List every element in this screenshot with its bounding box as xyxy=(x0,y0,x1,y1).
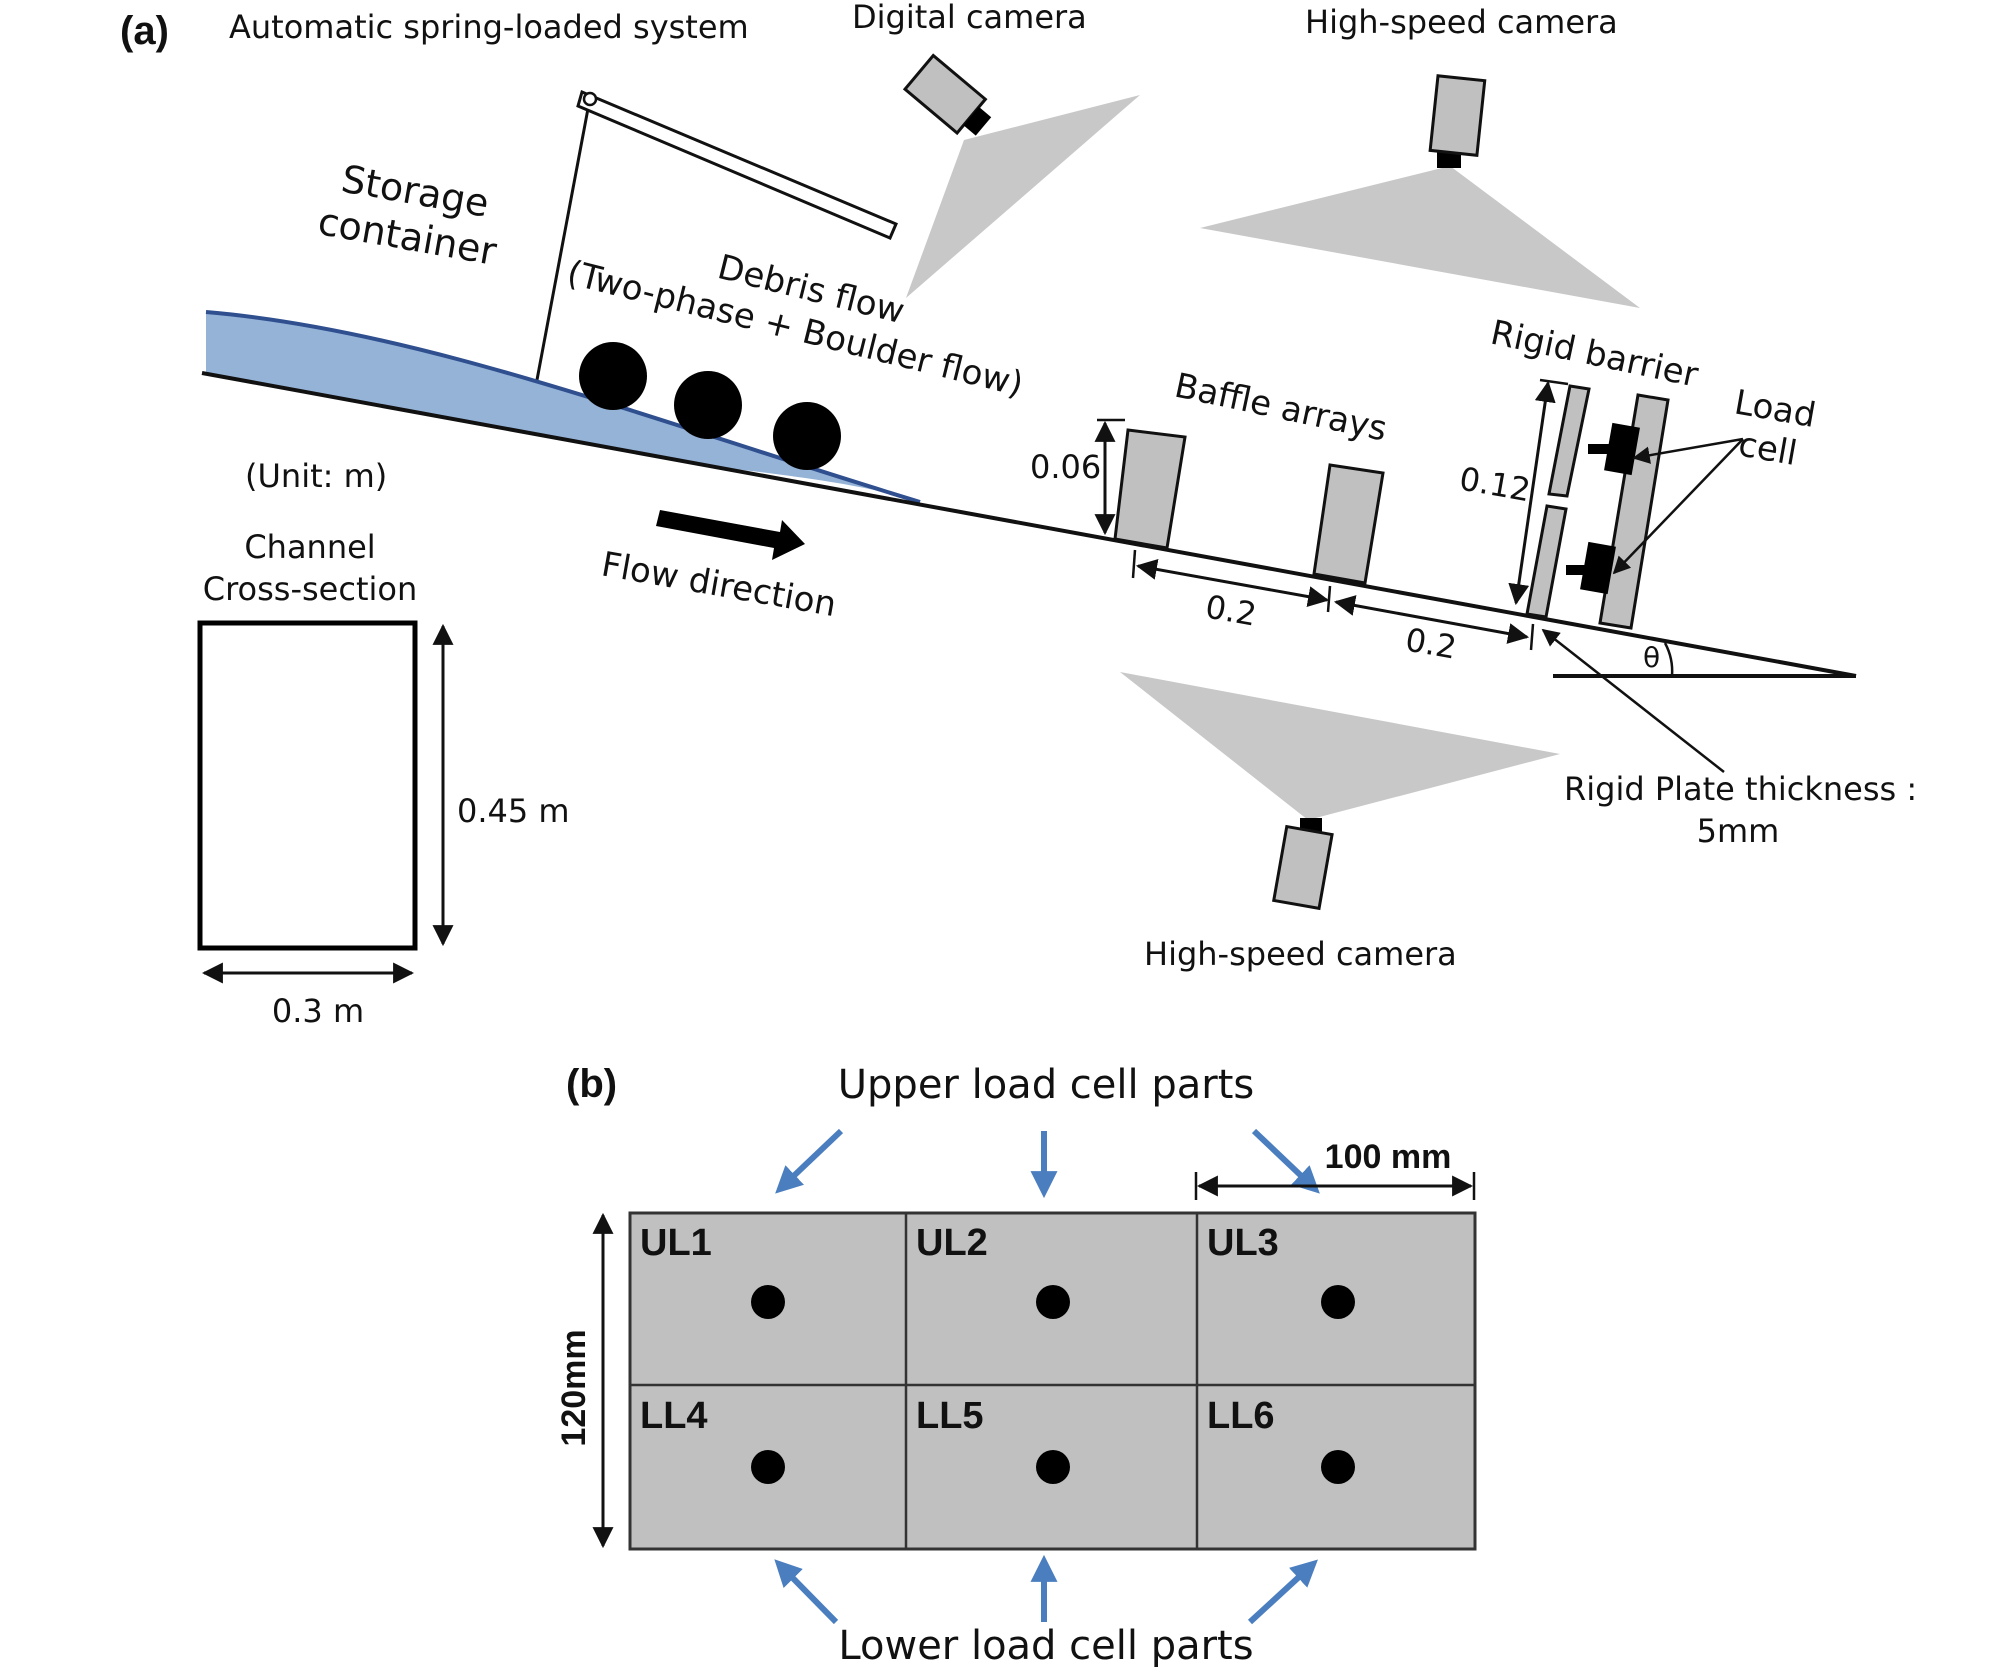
rigid-plate-lower xyxy=(1525,504,1568,619)
channel-bed-line xyxy=(201,371,1857,678)
panel-a: (a) Automatic spring-loaded system Digit… xyxy=(120,0,1917,1030)
upper-part-arrows xyxy=(775,1128,1320,1199)
digital-camera-label: Digital camera xyxy=(852,0,1087,36)
baffle-spacing-1-label: 0.2 xyxy=(1203,587,1260,633)
baffle-2 xyxy=(1312,463,1385,585)
spring-loaded-gate xyxy=(525,89,898,434)
channel-width-label: 0.3 m xyxy=(272,992,364,1030)
panel-b-label: (b) xyxy=(566,1062,617,1106)
load-cell-lower-icon xyxy=(1580,541,1616,595)
high-speed-camera-top xyxy=(1200,74,1640,308)
high-speed-camera-bottom xyxy=(1120,672,1560,911)
angle-arc xyxy=(1663,642,1674,677)
sensor-point-ll4 xyxy=(751,1450,785,1484)
load-cell-pointer-upper xyxy=(1632,437,1744,464)
flow-direction-arrow xyxy=(656,510,805,560)
rigid-plate-upper xyxy=(1547,384,1591,498)
sensor-point-ll6 xyxy=(1321,1450,1355,1484)
high-speed-camera-top-icon xyxy=(1428,74,1487,157)
debris-flow-body xyxy=(206,312,920,502)
high-speed-camera-top-view-cone xyxy=(1200,166,1640,308)
baffle-height-label: 0.06 xyxy=(1030,448,1101,486)
high-speed-camera-bottom-icon xyxy=(1272,824,1334,911)
digital-camera-view-cone xyxy=(906,95,1140,298)
height-dimension-label: 120mm xyxy=(555,1329,593,1446)
load-cell-grid: UL1 UL2 UL3 LL4 LL5 LL6 xyxy=(628,1211,1477,1551)
boulder-1 xyxy=(579,342,647,410)
lower-parts-label: Lower load cell parts xyxy=(838,1623,1253,1667)
sensor-point-ll5 xyxy=(1036,1450,1070,1484)
spring-system-label: Automatic spring-loaded system xyxy=(229,8,749,46)
cell-label-ll5: LL5 xyxy=(916,1395,984,1437)
lower-part-arrows xyxy=(774,1554,1318,1625)
cell-label-ll6: LL6 xyxy=(1207,1395,1275,1437)
baffle-1 xyxy=(1113,428,1187,550)
channel-height-label: 0.45 m xyxy=(457,792,570,830)
sensor-point-ul1 xyxy=(751,1285,785,1319)
plate-thickness-label-line1: Rigid Plate thickness : xyxy=(1564,770,1917,808)
rigid-barrier-label: Rigid barrier xyxy=(1487,313,1701,396)
panel-b: (b) Upper load cell parts Lower load cel… xyxy=(555,1062,1477,1667)
panel-a-label: (a) xyxy=(120,9,169,53)
high-speed-camera-bottom-view-cone xyxy=(1120,672,1560,820)
channel-cross-section-box xyxy=(197,620,418,951)
flow-direction-label: Flow direction xyxy=(598,544,839,625)
width-dimension-label: 100 mm xyxy=(1325,1138,1452,1176)
cell-label-ul3: UL3 xyxy=(1207,1222,1279,1264)
barrier-height-label: 0.12 xyxy=(1457,459,1534,509)
boulder-3 xyxy=(773,402,841,470)
high-speed-camera-top-label: High-speed camera xyxy=(1305,3,1618,41)
sensor-point-ul3 xyxy=(1321,1285,1355,1319)
baffle-arrays-label: Baffle arrays xyxy=(1171,366,1390,450)
barrier-height-dimension xyxy=(1508,380,1556,606)
baffle-arrays xyxy=(1113,428,1385,585)
channel-label-line1: Channel xyxy=(244,528,375,566)
plate-thickness-label-line2: 5mm xyxy=(1697,812,1780,850)
channel-label-line2: Cross-section xyxy=(203,570,418,608)
cell-label-ul1: UL1 xyxy=(640,1222,712,1264)
boulders xyxy=(579,342,841,470)
upper-parts-label: Upper load cell parts xyxy=(838,1062,1254,1108)
digital-camera xyxy=(902,53,1140,298)
boulder-2 xyxy=(674,371,742,439)
unit-label: (Unit: m) xyxy=(245,457,387,495)
baffle-spacing-dimensions xyxy=(1131,549,1535,651)
rigid-barrier xyxy=(1525,384,1670,630)
cell-label-ll4: LL4 xyxy=(640,1395,708,1437)
plate-thickness-pointer xyxy=(1541,628,1725,773)
baffle-spacing-2-label: 0.2 xyxy=(1403,620,1460,666)
sensor-point-ul2 xyxy=(1036,1285,1070,1319)
load-cell-pointer-lower xyxy=(1612,438,1744,575)
storage-container-label: Storage container xyxy=(315,157,500,274)
load-cell-plate xyxy=(628,1211,1477,1551)
theta-label: θ xyxy=(1643,641,1660,674)
load-cell-upper-icon xyxy=(1604,422,1640,476)
high-speed-camera-bottom-label: High-speed camera xyxy=(1144,935,1457,973)
cell-label-ul2: UL2 xyxy=(916,1222,988,1264)
